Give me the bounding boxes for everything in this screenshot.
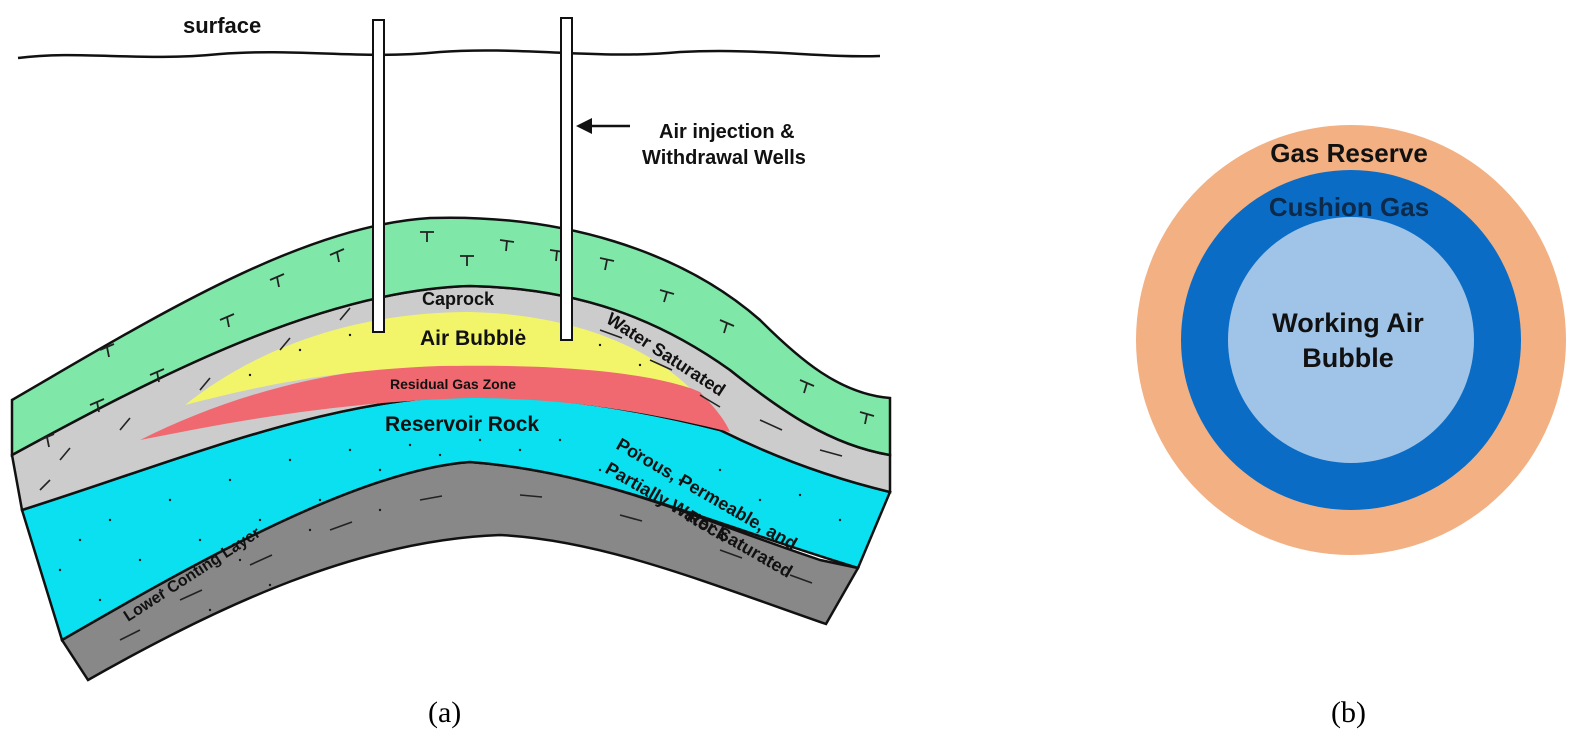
panel-b-caption: (b) xyxy=(1331,696,1366,729)
caprock-label: Caprock xyxy=(422,289,495,309)
well-right xyxy=(560,17,573,341)
residual-gas-label: Residual Gas Zone xyxy=(390,376,516,392)
wells-label-line2: Withdrawal Wells xyxy=(642,147,806,169)
well-left xyxy=(372,19,385,333)
wells-label-line1: Air injection & xyxy=(659,121,795,143)
cushion-gas-label: Cushion Gas xyxy=(1269,192,1429,222)
surface-line xyxy=(17,49,881,60)
reservoir-texture xyxy=(58,328,842,612)
surface-label: surface xyxy=(183,13,261,38)
overburden-texture xyxy=(39,231,875,448)
panel-a-geology: surface Air injection & Withdrawal Wells… xyxy=(10,13,892,729)
layer-texture xyxy=(39,307,843,641)
panel-a-caption: (a) xyxy=(428,696,461,729)
gas-reserve-label: Gas Reserve xyxy=(1270,138,1428,168)
reservoir-rock-label: Reservoir Rock xyxy=(385,413,539,436)
working-air-label-line1: Working Air xyxy=(1272,308,1424,338)
panel-b-rings: Gas Reserve Cushion Gas Working Air Bubb… xyxy=(1136,125,1566,729)
air-bubble-label: Air Bubble xyxy=(420,327,526,350)
working-air-label-line2: Bubble xyxy=(1302,343,1394,373)
ring-working-air xyxy=(1228,217,1474,463)
residual-gas-zone xyxy=(140,364,730,440)
wells-arrow xyxy=(576,118,630,134)
